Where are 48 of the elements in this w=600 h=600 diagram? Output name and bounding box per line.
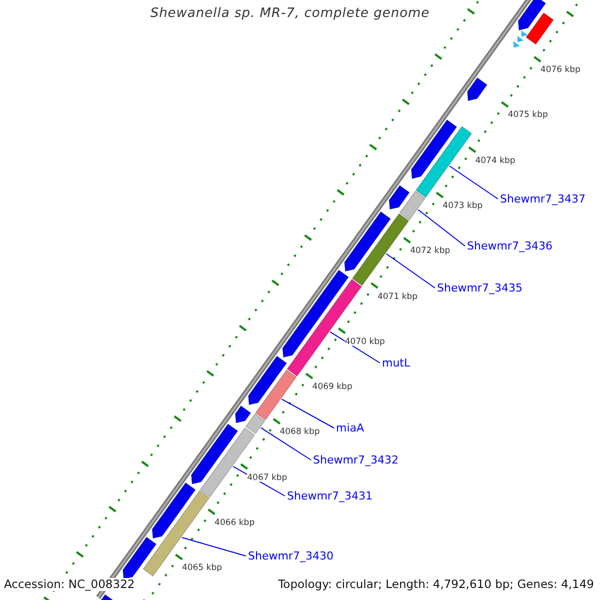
gene-bar <box>122 536 157 580</box>
gene-bar <box>248 356 288 406</box>
gene-bar <box>191 424 238 484</box>
gene-marker <box>513 41 520 48</box>
scale-label: 4065 kbp <box>182 564 222 572</box>
leader-line <box>386 253 436 288</box>
gene-bar <box>235 405 252 424</box>
gene-bar <box>344 211 391 272</box>
gene-label: Shewmr7_3436 <box>467 240 552 252</box>
scale-label: 4075 kbp <box>508 111 548 120</box>
gene-label: mutL <box>382 358 410 368</box>
gene-bar <box>255 370 297 420</box>
gene-label: Shewmr7_3431 <box>287 490 372 502</box>
gene-marker <box>517 36 524 42</box>
gene-label: Shewmr7_3432 <box>313 454 398 466</box>
scale-label: 4076 kbp <box>540 66 580 74</box>
leader-line <box>330 331 380 364</box>
gene-bar <box>352 213 410 286</box>
gene-label: miaA <box>336 422 364 434</box>
genome-summary-text: Topology: circular; Length: 4,792,610 bp; Genes: 4,149 <box>278 578 594 591</box>
leader-line <box>181 537 246 556</box>
scale-label: 4068 kbp <box>280 428 320 437</box>
gene-bar <box>388 185 410 210</box>
scale-label: 4067 kbp <box>247 473 288 482</box>
scale-label: 4072 kbp <box>410 247 450 256</box>
gene-label: Shewmr7_3435 <box>437 282 522 294</box>
gene-bar <box>518 0 546 30</box>
scale-label: 4066 kbp <box>214 518 255 528</box>
gene-label: Shewmr7_3430 <box>248 550 334 562</box>
leader-line <box>418 209 466 246</box>
scale-label: 4070 kbp <box>344 338 385 346</box>
scale-label: 4073 kbp <box>442 202 483 210</box>
title: Shewanella sp. MR-7, complete genome <box>149 6 431 21</box>
gene-bar <box>245 413 266 434</box>
leader-line <box>281 398 334 428</box>
gene-label: Shewmr7_3437 <box>500 194 586 204</box>
gene-bar <box>526 12 554 45</box>
leader-line <box>260 427 312 460</box>
gene-bar <box>467 77 488 102</box>
gene-bar <box>416 126 472 198</box>
gene-bar <box>152 482 196 539</box>
scale-label: 4074 kbp <box>475 156 516 165</box>
scale-label: 4069 kbp <box>312 382 352 392</box>
gene-bar <box>399 190 426 220</box>
gene-bar <box>411 119 458 179</box>
leader-line <box>448 165 498 200</box>
accession-text: Accession: NC_008322 <box>4 578 135 591</box>
scale-label: 4071 kbp <box>377 292 418 301</box>
